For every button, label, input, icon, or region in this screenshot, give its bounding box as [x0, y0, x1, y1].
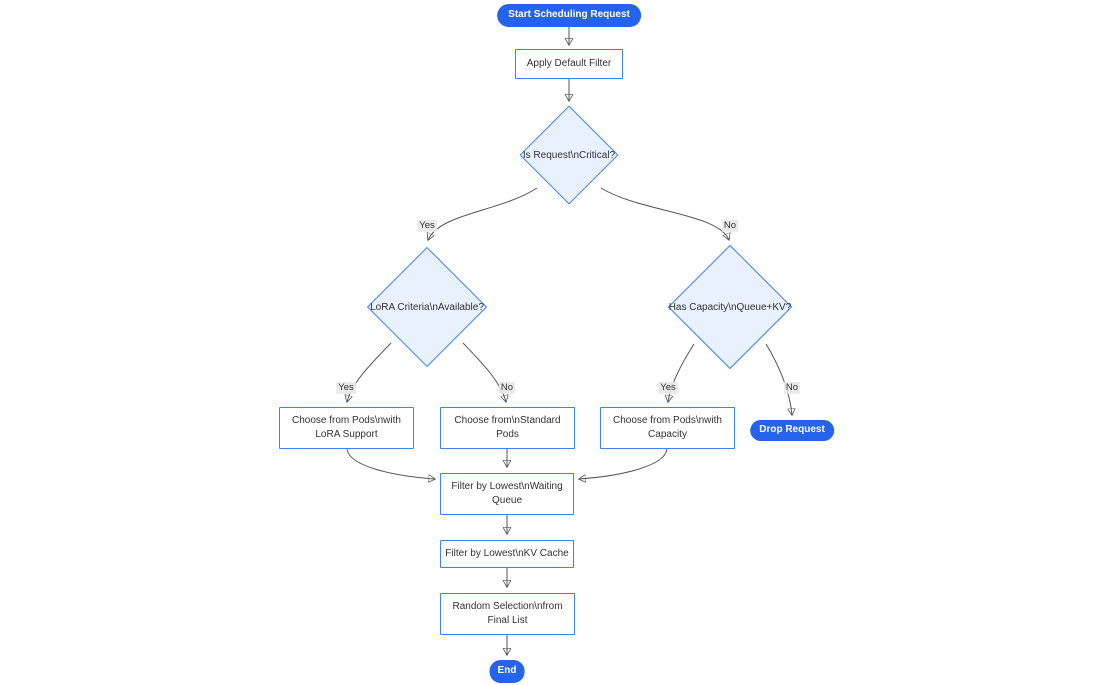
- node-choose-standard-pods: Choose from\nStandard Pods: [440, 407, 575, 449]
- node-drop-request: Drop Request: [750, 420, 834, 441]
- edge-label-capacity-yes: Yes: [658, 381, 678, 395]
- edge-label-critical-yes: Yes: [417, 219, 437, 233]
- edge-label-capacity-no: No: [783, 381, 801, 395]
- node-apply-default-filter: Apply Default Filter: [515, 49, 623, 79]
- node-lora-available-decision: LoRA Criteria\nAvailable?: [366, 246, 488, 368]
- node-choose-capacity-pods: Choose from Pods\nwith Capacity: [600, 407, 735, 449]
- edge-critical-capacity-no: [600, 187, 729, 240]
- edge-label-critical-no: No: [721, 219, 739, 233]
- diamond-label: Has Capacity\nQueue+KV?: [668, 301, 792, 313]
- edge-choose-capacity-filter: [579, 448, 668, 479]
- node-choose-lora-pods: Choose from Pods\nwith LoRA Support: [279, 407, 414, 449]
- diamond-label: Is Request\nCritical?: [522, 149, 616, 161]
- node-has-capacity-decision: Has Capacity\nQueue+KV?: [667, 244, 793, 370]
- node-filter-waiting-queue: Filter by Lowest\nWaiting Queue: [440, 473, 574, 515]
- node-filter-kv-cache: Filter by Lowest\nKV Cache: [440, 540, 574, 568]
- edge-choose-lora-filter: [346, 448, 435, 479]
- edge-label-lora-yes: Yes: [336, 381, 356, 395]
- node-is-critical-decision: Is Request\nCritical?: [519, 105, 619, 205]
- node-end: End: [489, 660, 525, 683]
- diamond-label: LoRA Criteria\nAvailable?: [370, 301, 484, 313]
- node-start: Start Scheduling Request: [497, 4, 641, 27]
- node-random-selection: Random Selection\nfrom Final List: [440, 593, 575, 635]
- edge-label-lora-no: No: [498, 381, 516, 395]
